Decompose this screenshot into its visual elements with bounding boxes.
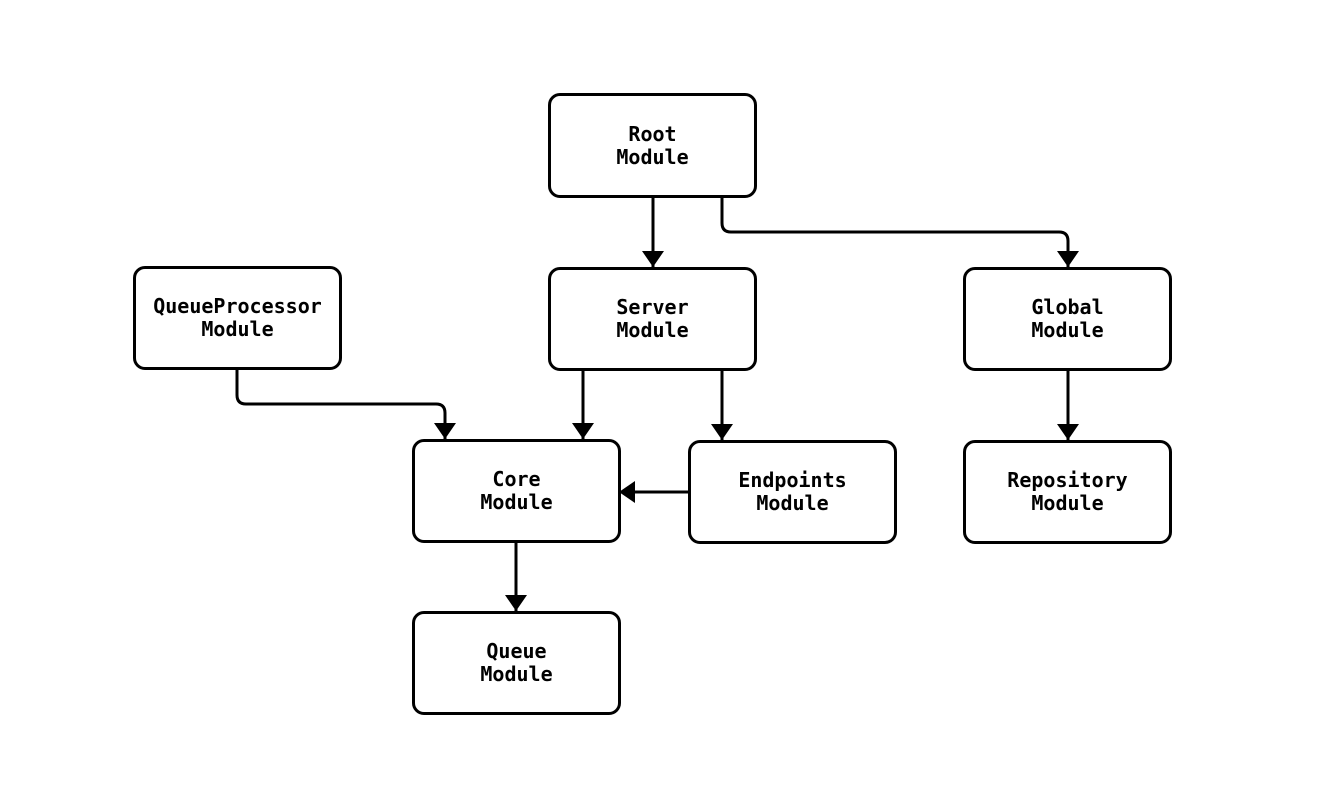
node-global-module-label: Global Module (1031, 295, 1104, 342)
node-endpoints-module-label: Endpoints Module (738, 468, 847, 515)
arrowhead-server-to-endpoints (711, 424, 733, 440)
node-repository-module-label: Repository Module (1007, 468, 1128, 515)
edge-root-to-global (720, 198, 1070, 267)
node-endpoints-module: Endpoints Module (688, 440, 897, 544)
node-repository-module: Repository Module (963, 440, 1172, 544)
arrowhead-queueprocessor-to-core (434, 423, 456, 439)
node-queueprocessor-module-label: QueueProcessor Module (153, 294, 322, 341)
arrowhead-core-to-queue (505, 595, 527, 611)
arrowhead-server-to-core (572, 423, 594, 439)
node-core-module: Core Module (412, 439, 621, 543)
node-root-module-label: Root Module (616, 121, 689, 169)
node-core-module-label: Core Module (480, 467, 553, 514)
arrowhead-root-to-global (1057, 251, 1079, 267)
node-server-module-label: Server Module (616, 295, 689, 342)
node-root-module: Root Module (548, 93, 757, 198)
arrowhead-endpoints-to-core (619, 481, 635, 503)
node-server-module: Server Module (548, 267, 757, 371)
node-global-module: Global Module (963, 267, 1172, 371)
node-queue-module-label: Queue Module (480, 639, 553, 686)
node-queue-module: Queue Module (412, 611, 621, 715)
arrowhead-global-to-repository (1057, 424, 1079, 440)
node-queueprocessor-module: QueueProcessor Module (133, 266, 342, 370)
edge-queueprocessor-to-core (235, 370, 447, 439)
arrowhead-root-to-server (642, 251, 664, 267)
